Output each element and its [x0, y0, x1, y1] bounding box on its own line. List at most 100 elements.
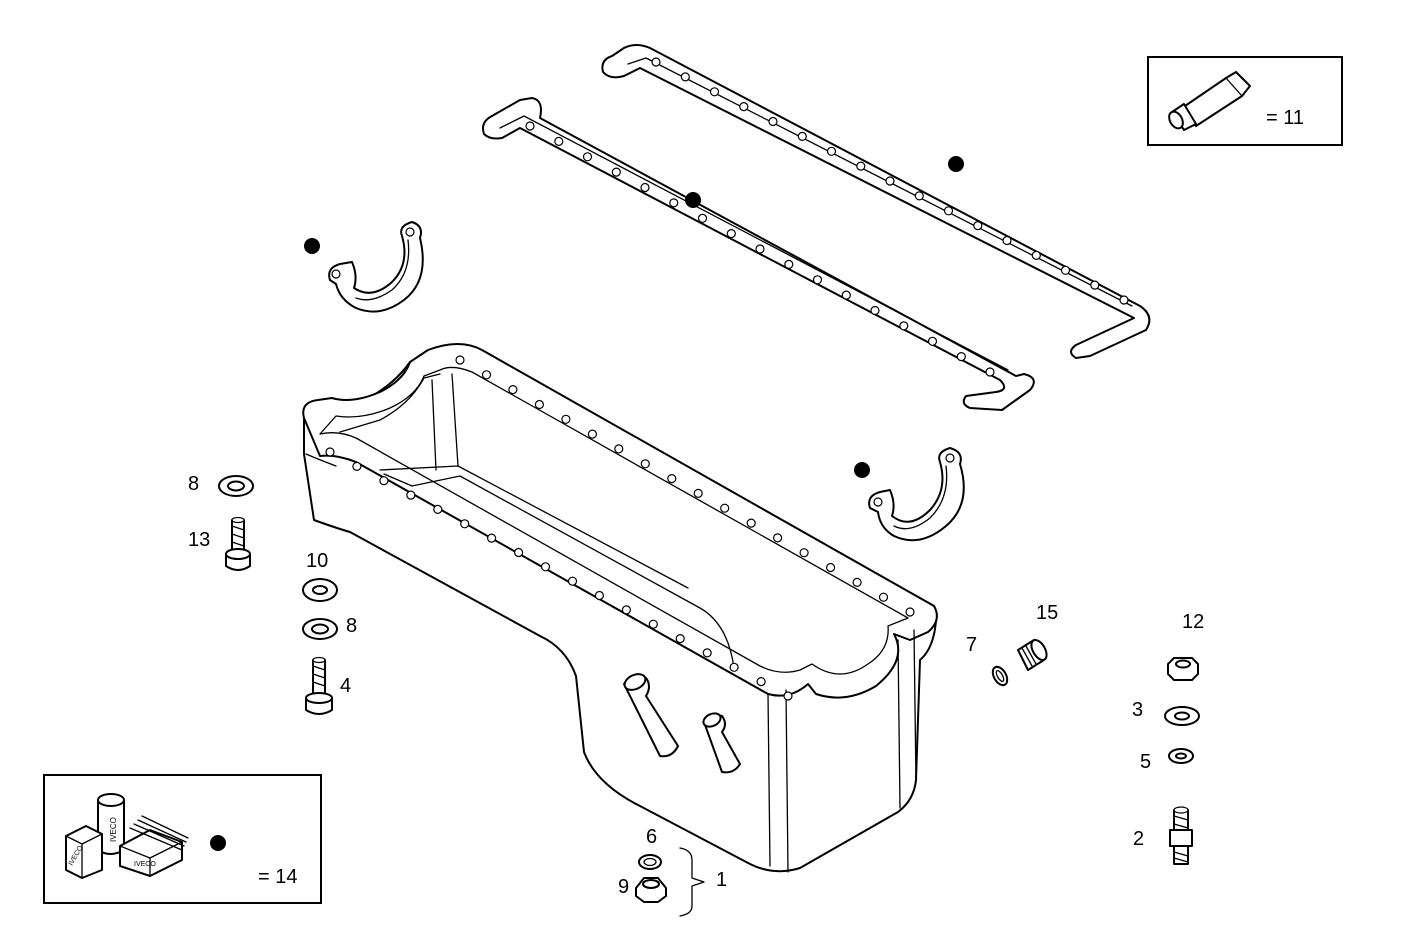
bolt-hole [914, 191, 924, 201]
callout-4: 4 [340, 675, 351, 697]
bolt-hole [702, 648, 712, 658]
bolt-hole [611, 167, 621, 177]
nut-12 [1167, 657, 1199, 681]
callout-1: 1 [716, 869, 727, 891]
bolt-hole [772, 533, 783, 543]
bolt-hole [755, 244, 765, 254]
bolt-hole [525, 121, 535, 131]
callout-labels: 8 13 10 8 4 7 15 12 3 5 2 6 9 1 [188, 473, 1204, 898]
stud-2 [1169, 806, 1193, 865]
callout-8-lower: 8 [346, 615, 357, 637]
bolt-hole [567, 576, 578, 586]
bolt-hole [325, 447, 335, 457]
oil-sump [302, 343, 938, 873]
sealant-tube-icon [1168, 71, 1251, 131]
gasket-lower [482, 97, 1035, 411]
bolt-hole [697, 213, 708, 223]
drain-plug-15 [1017, 639, 1048, 671]
bolt-hole [640, 459, 650, 469]
bolt-hole [614, 444, 624, 454]
washer-10 [302, 578, 338, 602]
bolt-hole [534, 399, 545, 410]
bolt-hole [621, 605, 632, 615]
gasket-upper [601, 44, 1151, 359]
kit-marker-dot [304, 238, 320, 254]
bolt-hole [508, 385, 518, 395]
bolt-hole [587, 429, 598, 439]
bolt-hole [852, 577, 862, 588]
bolt-hole [669, 198, 679, 208]
bolt-hole [739, 101, 749, 112]
bolt-13 [225, 516, 251, 571]
kit-marker-dot [685, 192, 701, 208]
callout-9: 9 [618, 876, 629, 898]
bolt-hole [1002, 235, 1012, 246]
bolt-hole [799, 548, 809, 558]
washer-3 [1164, 706, 1200, 726]
bolt-hole [709, 87, 720, 97]
bolt-hole [487, 533, 497, 543]
bolt-4 [305, 656, 333, 715]
bolt-hole [594, 590, 605, 601]
callout-2: 2 [1133, 828, 1144, 850]
bolt-hole [826, 146, 837, 156]
bolt-hole [554, 136, 564, 146]
bolt-hole [675, 633, 685, 644]
callout-3: 3 [1132, 699, 1143, 721]
legend-sealant: = 11 [1147, 56, 1343, 146]
bolt-hole [481, 370, 492, 380]
bolt-hole [784, 259, 794, 269]
bolt-hole [455, 355, 465, 365]
bolt-hole [513, 547, 524, 558]
legend-kit: IVECO IVECO IVECO = 14 [43, 774, 322, 904]
bolt-hole [973, 221, 983, 231]
bolt-hole [460, 519, 470, 529]
bolt-hole [379, 476, 389, 486]
callout-8-upper: 8 [188, 473, 199, 495]
seal-ring-right [868, 447, 965, 542]
callout-12: 12 [1182, 611, 1204, 633]
bolt-hole [1090, 280, 1100, 290]
washer-8-lower [302, 618, 338, 640]
bolt-hole [746, 518, 756, 528]
bolt-hole [885, 176, 895, 186]
bolt-hole [540, 562, 551, 572]
callout-5: 5 [1140, 751, 1151, 773]
legend-sealant-label: = 11 [1266, 107, 1304, 129]
bolt-hole [943, 206, 954, 216]
bolt-hole [433, 504, 443, 514]
callout-10: 10 [306, 550, 328, 572]
bolt-hole [693, 488, 703, 498]
bolt-hole [352, 461, 362, 471]
bolt-hole [927, 336, 938, 346]
bolt-hole [1060, 265, 1071, 275]
bolt-hole [1119, 295, 1129, 305]
bolt-hole [870, 305, 880, 316]
bolt-hole [561, 414, 571, 424]
bolt-hole [729, 662, 739, 672]
drain-plug-9 [635, 877, 667, 903]
seal-ring-6 [638, 854, 662, 870]
bolt-hole [878, 592, 889, 602]
kit-cylinder-text: IVECO [109, 817, 118, 842]
gasket-kit-icon: IVECO IVECO IVECO [65, 793, 189, 879]
kit-marker-dot [854, 462, 870, 478]
bolt-hole [680, 72, 690, 82]
kit-marker-dot [948, 156, 964, 172]
kit-marker-dot [210, 835, 226, 851]
bolt-hole [1031, 250, 1041, 260]
washer-8-upper [218, 475, 254, 497]
group-bracket [679, 847, 705, 917]
bolt-hole [651, 57, 661, 67]
bolt-hole [648, 619, 658, 629]
bolt-hole [812, 275, 823, 285]
bolt-hole [985, 367, 995, 377]
callout-15: 15 [1036, 602, 1058, 624]
o-ring-7 [991, 665, 1009, 687]
callout-13: 13 [188, 529, 210, 551]
bolt-hole [956, 352, 966, 362]
callout-7: 7 [966, 634, 977, 656]
kit-right-box-text: IVECO [134, 861, 156, 868]
bolt-hole [856, 161, 866, 171]
